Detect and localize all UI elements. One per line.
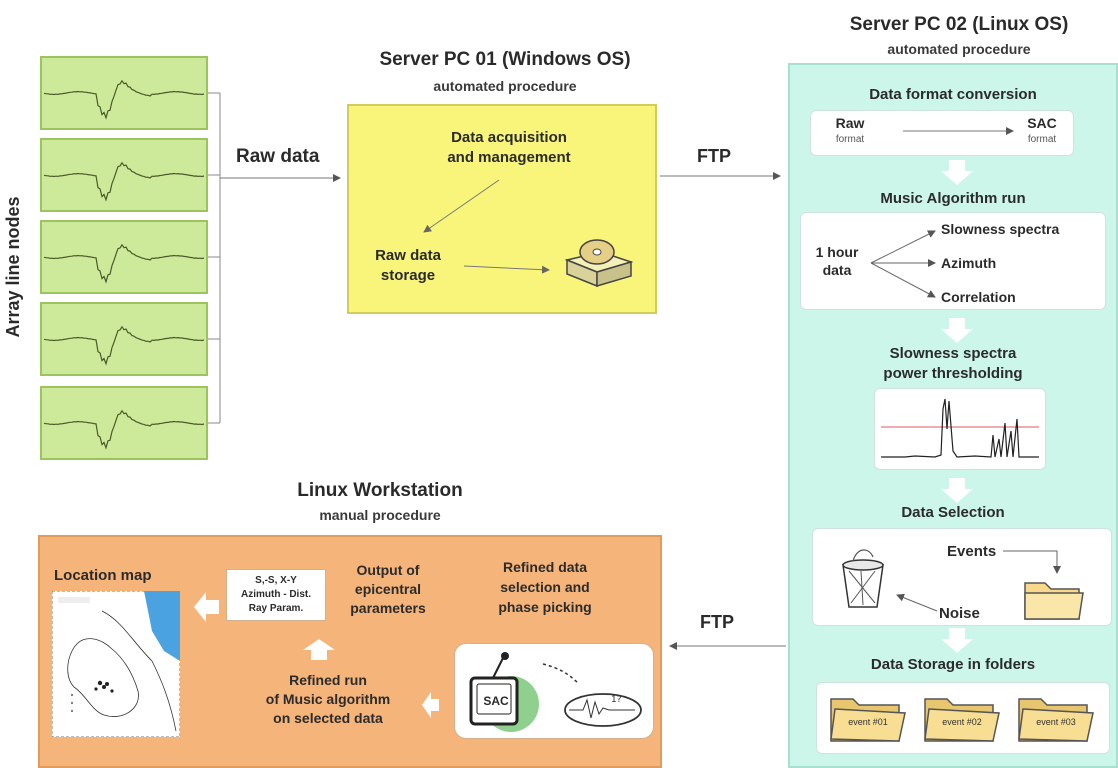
- server2-subtitle: automated procedure: [887, 41, 1031, 57]
- folder-icon: [1018, 698, 1094, 742]
- events-label: Events: [947, 543, 997, 560]
- down-arrow-icon: [941, 160, 973, 185]
- conversion-arrow: [903, 127, 1014, 135]
- conversion-box: Raw format SAC format: [810, 110, 1074, 156]
- svg-text:1?: 1?: [611, 695, 622, 705]
- acquisition-label: Data acquisition and management: [447, 129, 571, 166]
- server1-box: Data acquisition and management Raw data…: [347, 104, 657, 314]
- trash-can-icon: [842, 549, 884, 608]
- event-folder-label: event #03: [1036, 717, 1076, 727]
- noise-label: Noise: [939, 605, 980, 622]
- event-folder: event #01: [827, 693, 909, 745]
- server1-arrows: [423, 179, 550, 274]
- music-box: 1 hour data Slowness spectra Azimuth Cor…: [800, 212, 1106, 310]
- sac-format-sub: format: [1027, 134, 1057, 145]
- output-epicentral-label: Output of epicentral parameters: [350, 562, 426, 616]
- event-folder-label: event #01: [848, 717, 888, 727]
- folder-icon: [1024, 582, 1084, 620]
- left-arrow-icon: [194, 592, 219, 622]
- disk-drive-icon: [564, 239, 634, 288]
- storage-title: Data Storage in folders: [870, 656, 1036, 673]
- music-branch-arrows: [870, 230, 936, 298]
- seismogram-icon: [43, 325, 205, 366]
- phase-picking-icon: 1?: [542, 663, 642, 727]
- threshold-plot-icon: [881, 398, 1039, 458]
- raw-data-label: Raw data: [236, 146, 320, 167]
- refined-selection-label: Refined data selection and phase picking: [498, 559, 592, 615]
- sac-label: SAC: [483, 694, 509, 708]
- array-node: [40, 56, 208, 130]
- ftp-label-top: FTP: [697, 146, 731, 166]
- epicentral-params-box: S,-S, X-Y Azimuth - Dist. Ray Param.: [226, 569, 326, 621]
- sac-format-label: SAC: [1027, 115, 1057, 131]
- raw-storage-label: Raw data storage: [375, 247, 441, 284]
- server1-subtitle: automated procedure: [433, 78, 577, 94]
- music-output-slowness: Slowness spectra: [941, 221, 1060, 237]
- seismogram-icon: [43, 409, 205, 450]
- conversion-title: Data format conversion: [869, 86, 1037, 103]
- down-arrow-icon: [941, 478, 973, 503]
- down-arrow-icon: [941, 318, 973, 343]
- array-node: [40, 386, 208, 460]
- left-arrow-icon: [422, 692, 439, 718]
- server2-title: Server PC 02 (Linux OS): [849, 14, 1069, 35]
- selection-title: Data Selection: [901, 504, 1005, 521]
- seismogram-icon: [43, 161, 205, 202]
- music-title: Music Algorithm run: [880, 190, 1026, 207]
- refined-run-label: Refined run of Music algorithm on select…: [265, 672, 391, 726]
- array-node: [40, 220, 208, 294]
- workstation-box: Location map S,-S, X-Y Azimuth - Dist. R…: [38, 535, 662, 768]
- array-node: [40, 302, 208, 376]
- phase-picking-box: SAC 1?: [454, 643, 654, 739]
- seismogram-icon: [43, 79, 205, 120]
- raw-format-sub: format: [835, 134, 865, 145]
- folder-icon: [830, 698, 906, 742]
- event-folder-label: event #02: [942, 717, 982, 727]
- monitor-icon: [469, 652, 539, 732]
- music-input-label: 1 hour data: [815, 244, 859, 278]
- server1-title: Server PC 01 (Windows OS): [379, 49, 631, 70]
- down-arrow-icon: [941, 628, 973, 653]
- up-arrow-icon: [303, 639, 335, 660]
- folder-icon: [924, 698, 1000, 742]
- threshold-plot-box: [874, 388, 1046, 470]
- threshold-title: Slowness spectra power thresholding: [883, 345, 1023, 382]
- music-output-azimuth: Azimuth: [941, 255, 997, 271]
- workstation-subtitle: manual procedure: [319, 507, 441, 523]
- selection-box: Events Noise: [812, 528, 1112, 626]
- location-map-icon: [52, 591, 180, 737]
- workstation-title: Linux Workstation: [297, 480, 463, 501]
- raw-format-label: Raw: [835, 115, 865, 131]
- seismogram-icon: [43, 243, 205, 284]
- location-map-label: Location map: [54, 567, 152, 584]
- array-node: [40, 138, 208, 212]
- music-output-correlation: Correlation: [941, 289, 1016, 305]
- selection-arrows: [896, 550, 1061, 612]
- ftp-label-bottom: FTP: [700, 612, 734, 632]
- storage-box: event #01 event #02 event #03: [816, 682, 1110, 754]
- event-folder: event #03: [1015, 693, 1097, 745]
- event-folder: event #02: [921, 693, 1003, 745]
